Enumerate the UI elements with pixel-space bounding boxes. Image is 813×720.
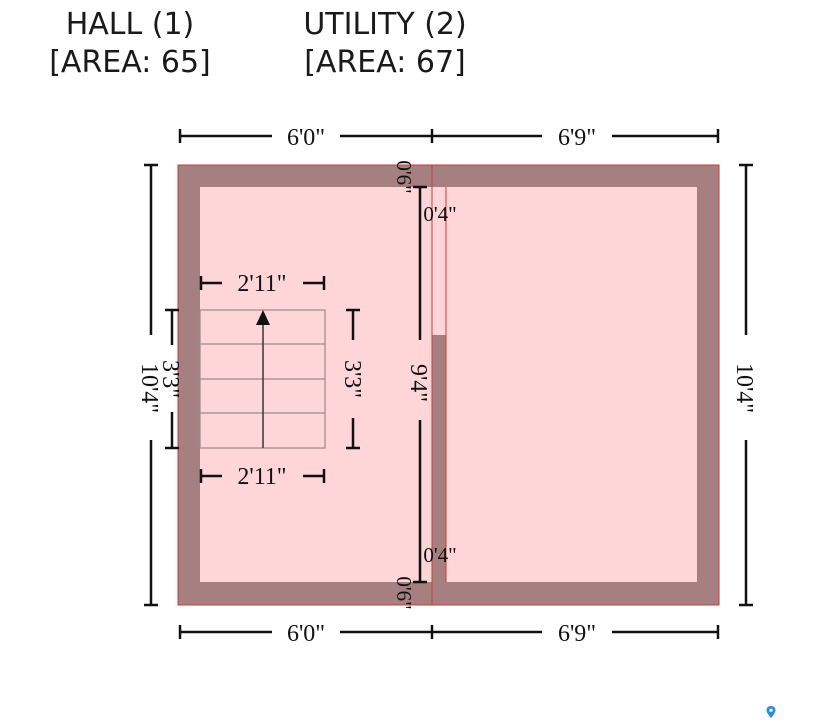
- dim-stair-bottom-width: 2'11": [237, 464, 286, 490]
- location-pin-icon: [766, 706, 776, 718]
- room-name: HALL (1): [65, 7, 195, 42]
- dim-bottom-left: 6'0": [287, 621, 325, 647]
- dim-divider-top-gap: 0'4": [423, 202, 456, 226]
- room-title-utility: UTILITY (2) [AREA: 67]: [270, 6, 500, 82]
- dim-stair-left-height: 3'3": [157, 360, 183, 398]
- stair-arrow-icon: [256, 310, 270, 325]
- dim-divider-length: 9'4": [405, 364, 431, 402]
- dim-stair-right-height: 3'3": [339, 360, 365, 398]
- dim-top-right: 6'9": [558, 125, 596, 151]
- utility-floor: [432, 187, 697, 582]
- room-title-hall: HALL (1) [AREA: 65]: [30, 6, 230, 82]
- hall-floor: [200, 187, 432, 582]
- divider-wall: [432, 335, 446, 582]
- dim-top-left: 6'0": [287, 125, 325, 151]
- dim-bottom-right: 6'9": [558, 621, 596, 647]
- dim-divider-bottom-wall: 0'6": [392, 576, 416, 609]
- dimension-lines: [144, 129, 753, 639]
- dim-divider-bottom-gap: 0'4": [423, 543, 456, 567]
- room-area: [AREA: 65]: [49, 45, 211, 80]
- room-name: UTILITY (2): [303, 7, 467, 42]
- room-area: [AREA: 67]: [304, 45, 466, 80]
- dim-left-height: 10'4": [136, 363, 162, 413]
- dim-divider-top-wall: 0'6": [392, 160, 416, 193]
- dim-right-height: 10'4": [731, 363, 757, 413]
- dim-stair-top-width: 2'11": [237, 271, 286, 297]
